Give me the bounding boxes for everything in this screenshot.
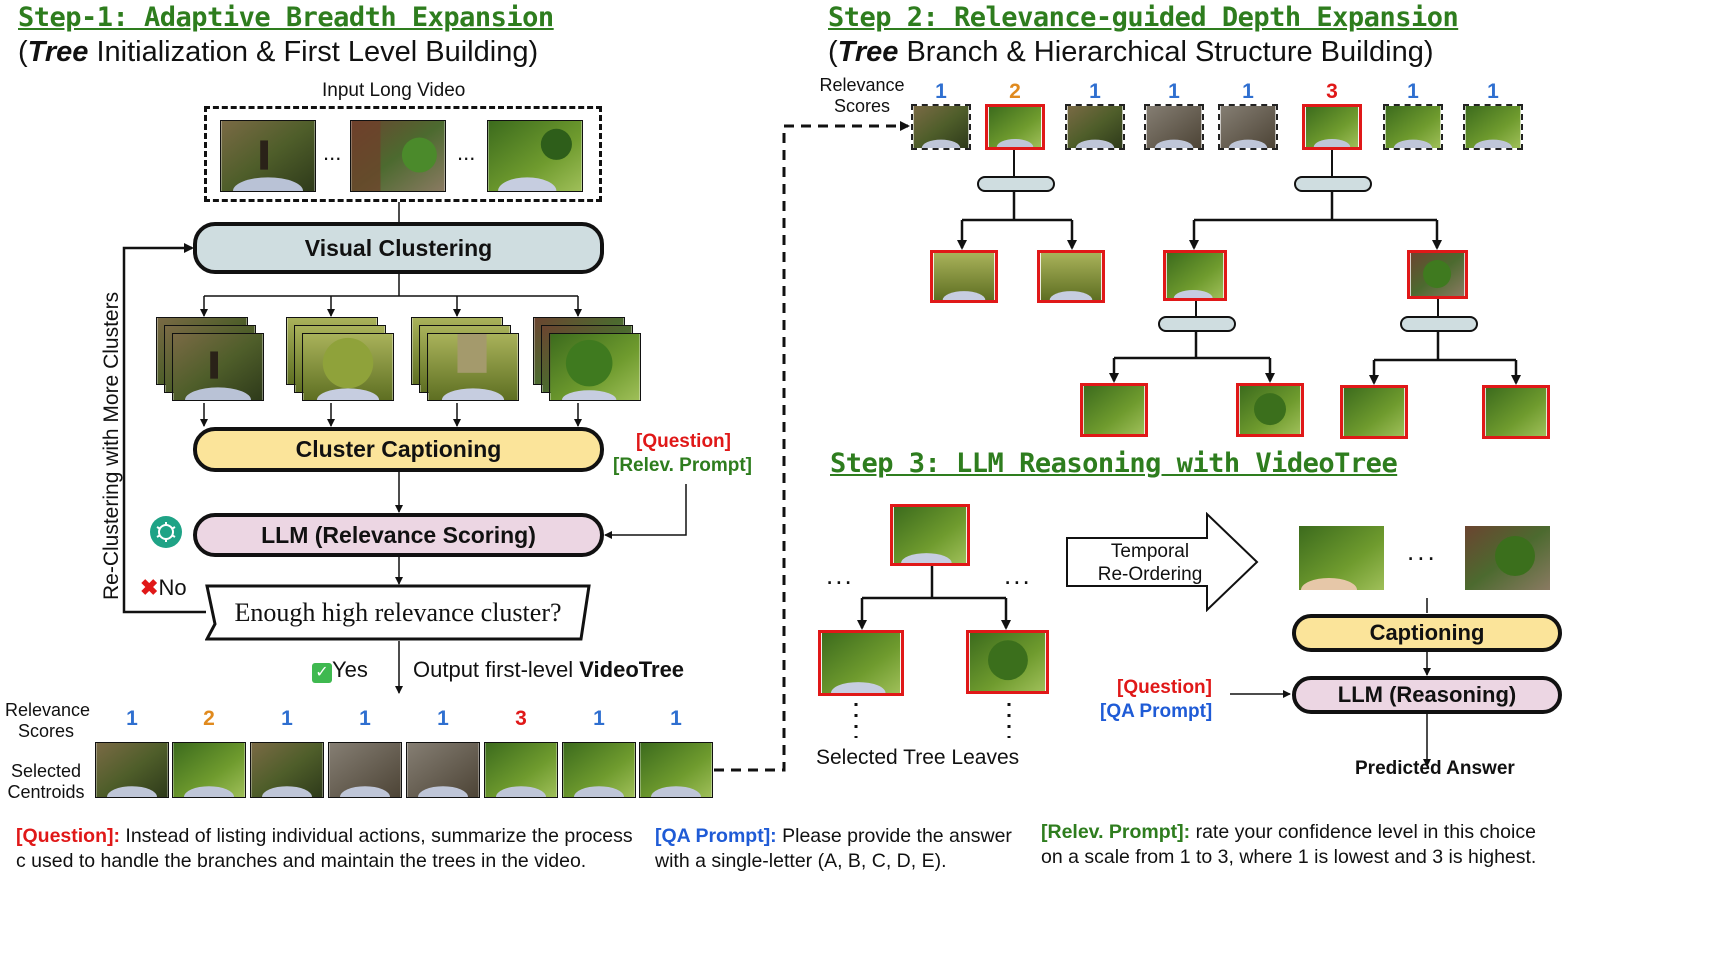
centroid-frame (250, 742, 324, 798)
centroid-frame (1302, 104, 1362, 150)
relevance-score: 2 (1009, 80, 1021, 103)
tree-node (1158, 316, 1236, 332)
llm-relevance-box: LLM (Relevance Scoring) (193, 513, 604, 557)
centroid-frame (1218, 104, 1278, 150)
relevance-score: 3 (515, 707, 527, 730)
reordered-frame (1299, 526, 1384, 590)
qa-prompt-tag: [QA Prompt] (1100, 701, 1213, 722)
relevance-score: 1 (670, 707, 682, 730)
centroid-frame (484, 742, 558, 798)
relevance-score: 1 (359, 707, 371, 730)
relevance-score: 1 (1168, 80, 1180, 103)
tree-frame (966, 630, 1049, 694)
no-label: ✖No (140, 575, 187, 600)
tree-frame (1340, 385, 1408, 439)
input-video-label: Input Long Video (322, 80, 466, 101)
relevance-score: 1 (593, 707, 605, 730)
input-frame (350, 120, 446, 192)
tree-frame (1482, 385, 1550, 439)
centroid-frame (1463, 104, 1523, 150)
tree-node (977, 176, 1055, 192)
cluster-captioning-box: Cluster Captioning (193, 427, 604, 472)
relevance-score: 1 (437, 707, 449, 730)
dots: ... (826, 560, 854, 590)
relev-prompt-tag: [Relev. Prompt] (613, 455, 753, 476)
decision-box (205, 584, 591, 641)
ellipsis: ... (323, 140, 342, 165)
reordered-frame (1465, 526, 1550, 590)
llm-reasoning-box: LLM (Reasoning) (1292, 676, 1562, 714)
tree-frame (1080, 383, 1148, 437)
relevance-score: 1 (1487, 80, 1499, 103)
tree-node (1294, 176, 1372, 192)
relevance-score: 1 (1242, 80, 1254, 103)
question-tag: [Question] (1117, 677, 1212, 698)
visual-clustering-box: Visual Clustering (193, 222, 604, 274)
centroid-frame (1144, 104, 1204, 150)
relevance-score: 3 (1326, 80, 1338, 103)
centroid-frame (1383, 104, 1443, 150)
input-frame (487, 120, 583, 192)
relevance-score: 1 (1407, 80, 1419, 103)
relevance-score: 2 (203, 707, 215, 730)
dots: ... (1004, 560, 1032, 590)
relevance-score: 1 (935, 80, 947, 103)
tree-frame (930, 250, 998, 303)
recluster-label: Re-Clustering with More Clusters (100, 291, 123, 600)
step2-subtitle: (Tree Branch & Hierarchical Structure Bu… (828, 36, 1434, 68)
step1-title: Step-1: Adaptive Breadth Expansion (18, 2, 554, 33)
step3-title: Step 3: LLM Reasoning with VideoTree (830, 448, 1398, 479)
predicted-answer: Predicted Answer (1355, 758, 1515, 779)
selected-leaves-label: Selected Tree Leaves (816, 746, 1020, 769)
ellipsis: ... (457, 140, 476, 165)
centroid-frame (639, 742, 713, 798)
question-tag: [Question] (636, 431, 731, 452)
centroid-frame (1065, 104, 1125, 150)
centroid-frame (95, 742, 169, 798)
tree-node (1400, 316, 1478, 332)
tree-frame (890, 504, 970, 566)
decision-text: Enough high relevance cluster? (234, 598, 562, 627)
centroid-frame (328, 742, 402, 798)
cross-mark-icon: ✖ (140, 575, 159, 600)
centroid-frame (562, 742, 636, 798)
step2-title: Step 2: Relevance-guided Depth Expansion (828, 2, 1459, 33)
tree-frame (818, 630, 904, 696)
tree-frame (1407, 250, 1468, 299)
centroid-frame (406, 742, 480, 798)
centroid-frame (911, 104, 971, 150)
step1-subtitle: (Tree Initialization & First Level Build… (18, 36, 539, 68)
relevance-score: 1 (1089, 80, 1101, 103)
footer-question: [Question]: Instead of listing individua… (16, 825, 633, 872)
captioning-box: Captioning (1292, 614, 1562, 652)
output-label: Output first-level VideoTree (413, 657, 685, 682)
tree-frame (1236, 383, 1304, 437)
input-video-box (204, 106, 602, 202)
tree-frame (1163, 250, 1227, 301)
footer-relev: [Relev. Prompt]: rate your confidence le… (1041, 821, 1537, 868)
yes-label: ✓Yes (312, 657, 368, 683)
relevance-score: 1 (126, 707, 138, 730)
dots: ... (1407, 536, 1438, 566)
check-mark-icon: ✓ (312, 663, 332, 683)
input-frame (220, 120, 316, 192)
openai-icon (150, 516, 182, 548)
tree-frame (1037, 250, 1105, 303)
reorder-arrow (1066, 512, 1259, 612)
centroid-frame (172, 742, 246, 798)
centroid-frame (985, 104, 1045, 150)
relevance-score: 1 (281, 707, 293, 730)
